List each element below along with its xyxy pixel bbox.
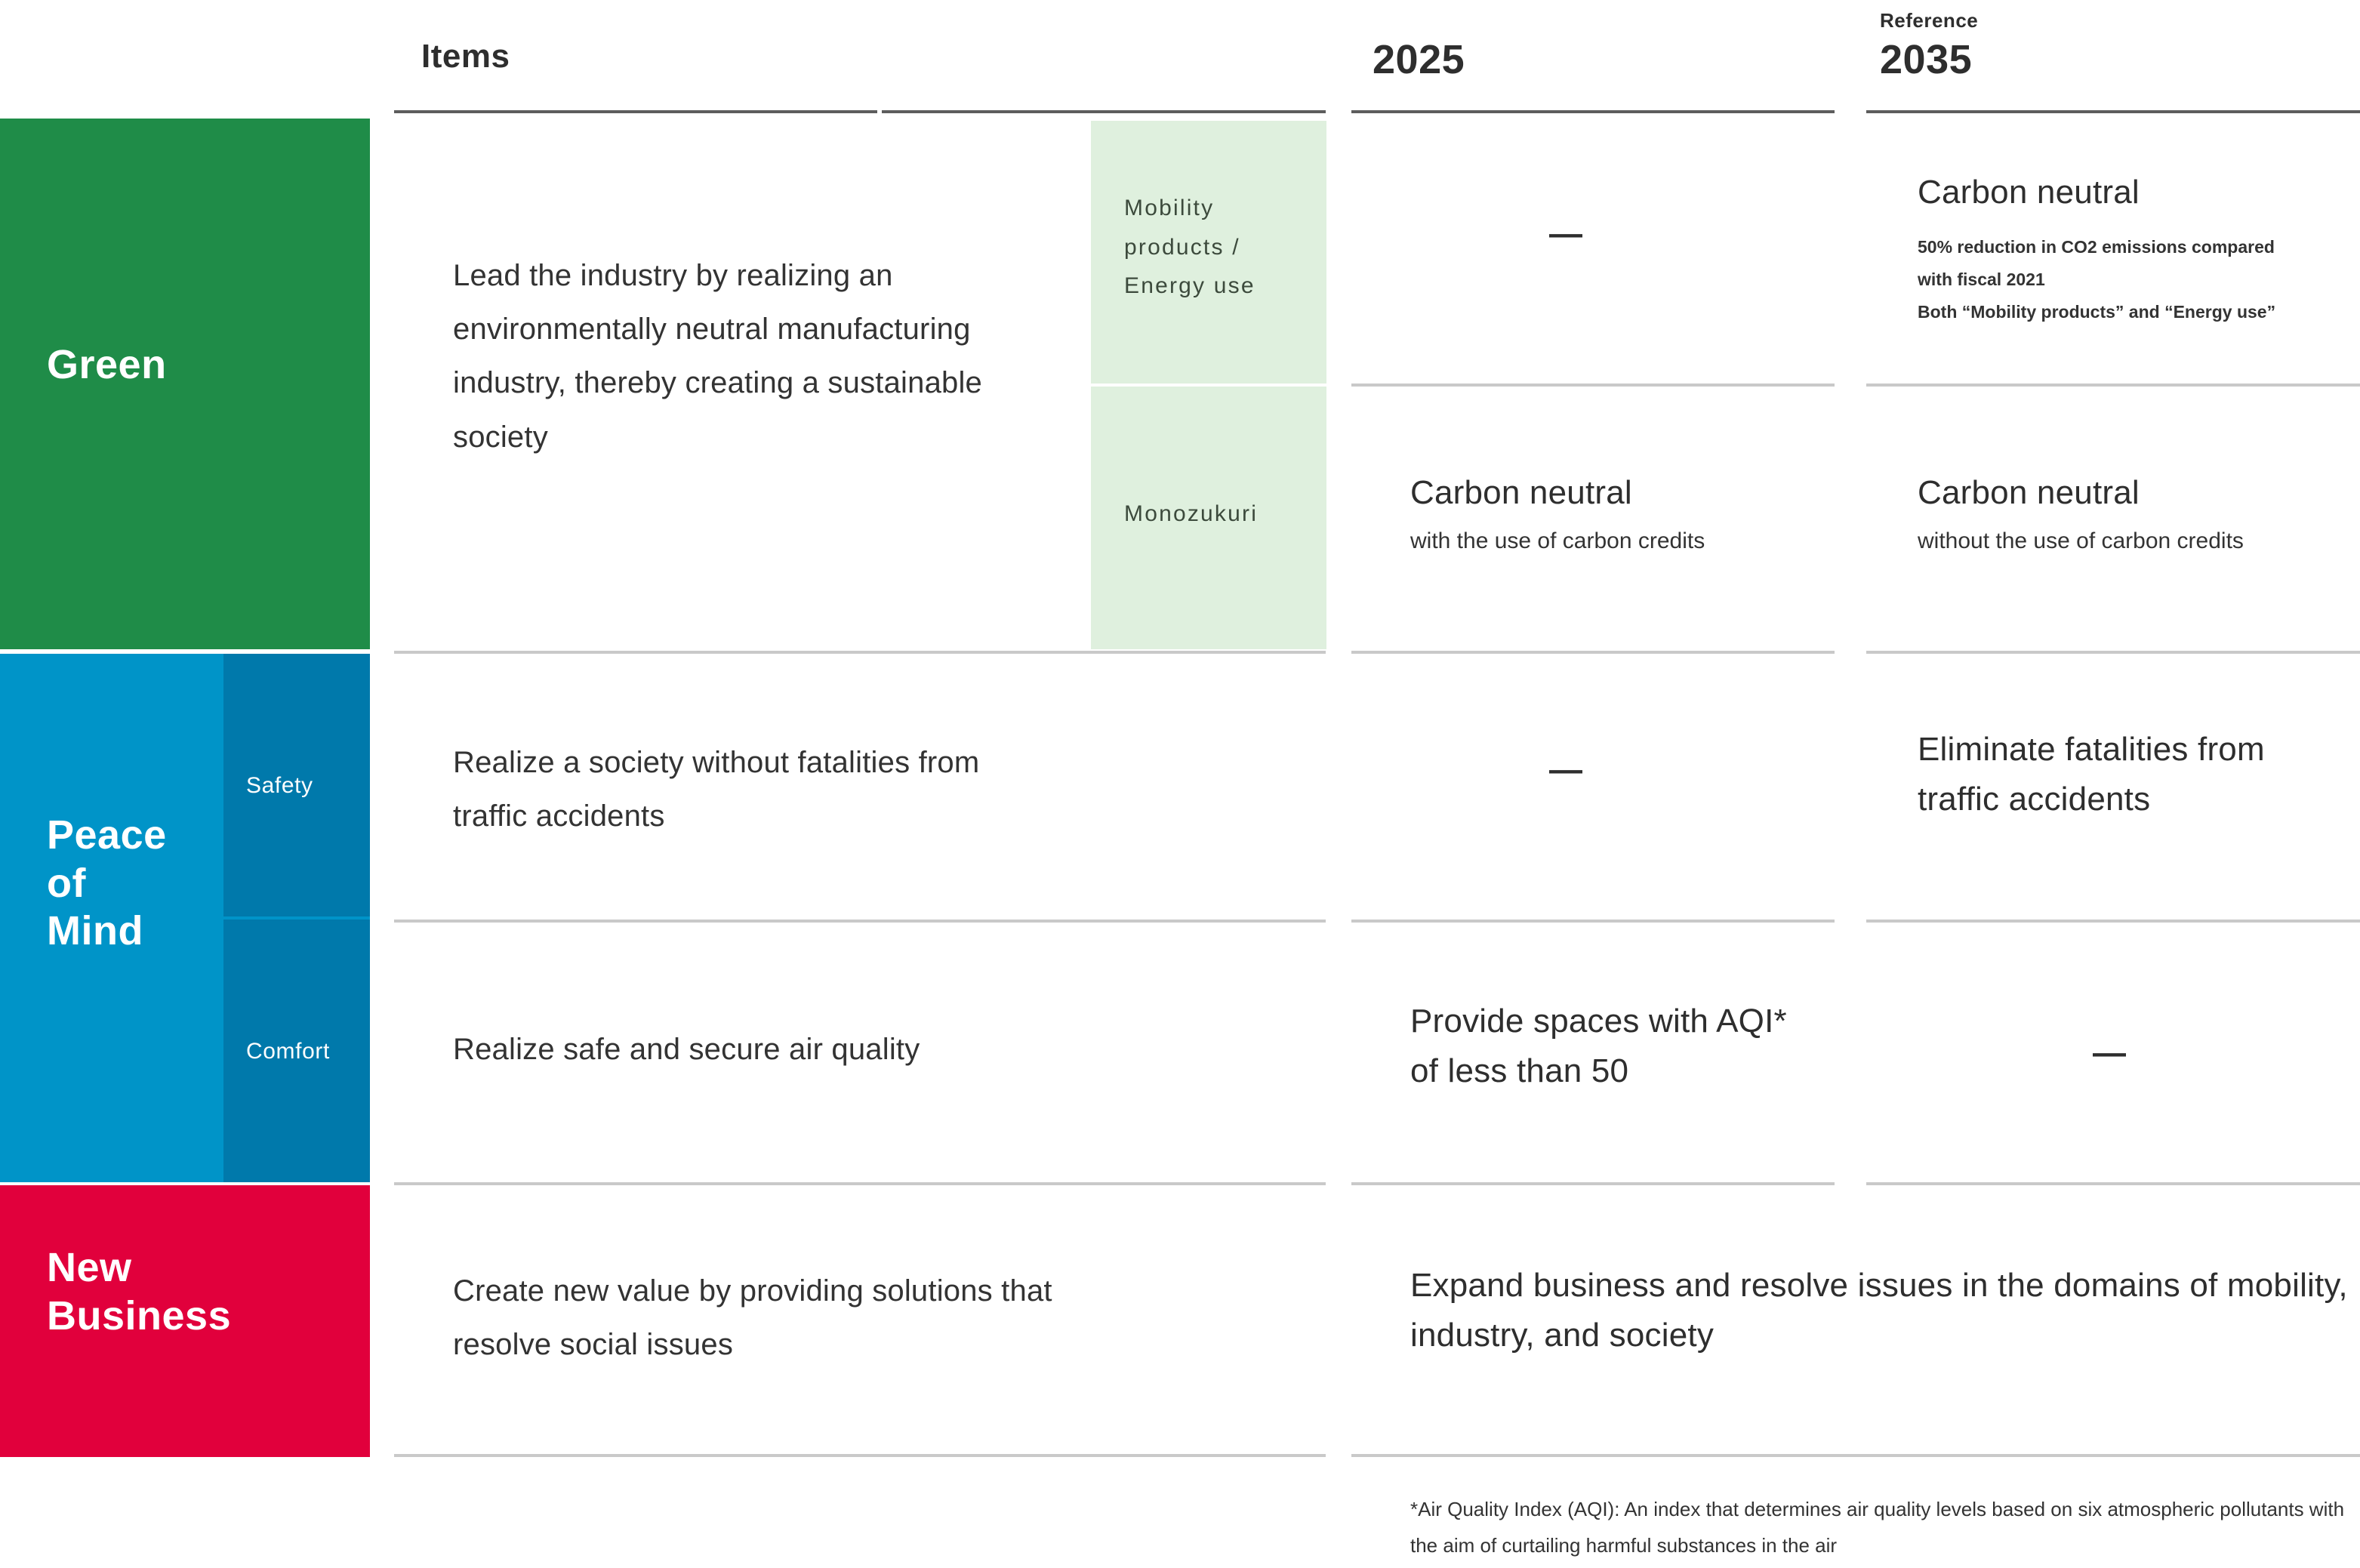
- category-label-new-business: New Business: [47, 1245, 232, 1338]
- column-header-reference-label: Reference: [1880, 9, 1979, 32]
- green-subitem-mobility-products: Mobility products / Energy use: [1091, 121, 1326, 384]
- header-rule-2025: [1351, 110, 1835, 113]
- subcategory-block-comfort: Comfort: [223, 920, 370, 1182]
- value-2035-monozukuri: Carbon neutral without the use of carbon…: [1918, 468, 2340, 559]
- row-divider-2025-comfort-end: [1351, 1182, 1835, 1185]
- value-2025-mobility-dash: —: [1549, 215, 1582, 252]
- value-2035-safety: Eliminate fatalities from traffic accide…: [1918, 731, 2265, 818]
- header-rule-2035: [1866, 110, 2360, 113]
- value-2025-monozukuri: Carbon neutral with the use of carbon cr…: [1410, 468, 1818, 559]
- row-divider-2035-green-mid: [1866, 384, 2360, 387]
- row-divider-2035-safety-end: [1866, 920, 2360, 923]
- row-divider-2025-safety-end: [1351, 920, 1835, 923]
- row-divider-items-comfort-end: [394, 1182, 1326, 1185]
- item-text-green: Lead the industry by realizing an enviro…: [453, 259, 982, 454]
- category-block-green: [0, 119, 370, 649]
- row-divider-items-green-end: [394, 651, 1326, 654]
- footnote-aqi: *Air Quality Index (AQI): An index that …: [1410, 1498, 2345, 1557]
- green-subitem-mobility-label: Mobility products / Energy use: [1124, 196, 1255, 299]
- header-rule-items-right: [882, 110, 1326, 113]
- category-label-green: Green: [47, 342, 167, 387]
- value-2035-mobility-note-3: Both “Mobility products” and “Energy use…: [1918, 301, 2276, 322]
- value-2035-monozukuri-subtitle: without the use of carbon credits: [1918, 528, 2244, 553]
- green-subitem-monozukuri: Monozukuri: [1091, 387, 1326, 649]
- row-divider-2025-green-end: [1351, 651, 1835, 654]
- row-divider-2035-comfort-end: [1866, 1182, 2360, 1185]
- value-2035-comfort-dash: —: [2093, 1034, 2126, 1071]
- value-2035-mobility-note-2: with fiscal 2021: [1918, 269, 2045, 289]
- column-header-2025: 2025: [1373, 37, 1465, 82]
- value-2025-comfort: Provide spaces with AQI* of less than 50: [1410, 1003, 1787, 1089]
- column-header-items: Items: [421, 38, 510, 75]
- item-text-new-business: Create new value by providing solutions …: [453, 1274, 1052, 1362]
- item-text-comfort: Realize safe and secure air quality: [453, 1033, 920, 1066]
- subcategory-block-safety: Safety: [223, 654, 370, 916]
- green-subitem-monozukuri-label: Monozukuri: [1124, 501, 1259, 526]
- value-2025-monozukuri-title: Carbon neutral: [1410, 474, 1632, 511]
- row-divider-2035-green-end: [1866, 651, 2360, 654]
- row-divider-2025-green-mid: [1351, 384, 1835, 387]
- value-2025-safety-dash: —: [1549, 751, 1582, 788]
- item-text-safety: Realize a society without fatalities fro…: [453, 746, 980, 833]
- value-2025-monozukuri-subtitle: with the use of carbon credits: [1410, 528, 1705, 553]
- value-2035-mobility-note-1: 50% reduction in CO2 emissions compared: [1918, 237, 2275, 257]
- row-divider-value-bottom: [1351, 1454, 2360, 1457]
- category-label-peace-of-mind: Peace of Mind: [47, 812, 167, 954]
- subcategory-label-safety: Safety: [246, 773, 313, 798]
- header-rule-items-left: [394, 110, 877, 113]
- row-divider-items-bottom: [394, 1454, 1326, 1457]
- column-header-2035: 2035: [1880, 37, 1973, 82]
- value-2035-mobility-title: Carbon neutral: [1918, 174, 2140, 211]
- row-divider-items-safety-end: [394, 920, 1326, 923]
- value-2025-new-business: Expand business and resolve issues in th…: [1410, 1267, 2348, 1354]
- value-2035-mobility: Carbon neutral 50% reduction in CO2 emis…: [1918, 168, 2340, 328]
- category-block-new-business: [0, 1185, 370, 1457]
- value-2035-monozukuri-title: Carbon neutral: [1918, 474, 2140, 511]
- subcategory-label-comfort: Comfort: [246, 1039, 330, 1064]
